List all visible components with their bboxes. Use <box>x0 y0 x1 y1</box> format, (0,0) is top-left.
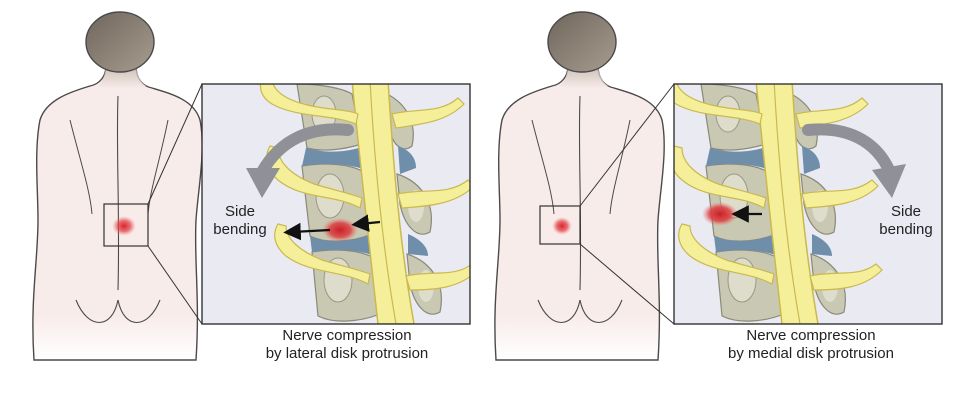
curved-arrow-icon <box>246 123 354 198</box>
side-bending-label-left: Side bending <box>200 203 280 239</box>
caption-line: by lateral disk protrusion <box>265 345 429 362</box>
focus-box-right <box>539 205 581 245</box>
label-line: bending <box>213 221 267 238</box>
side-bending-label-right: Side bending <box>866 203 946 239</box>
zoom-line-top-left <box>147 83 203 205</box>
zoom-line-bottom-right <box>579 243 675 325</box>
label-line: Side <box>224 203 256 220</box>
zoom-line-bottom-left <box>147 245 203 325</box>
caption-right: Nerve compression by medial disk protrus… <box>661 327 961 363</box>
curved-arrow-icon <box>802 123 906 198</box>
pain-spot-left <box>112 216 136 236</box>
focus-box-left <box>103 203 149 247</box>
caption-line: Nerve compression <box>746 327 876 344</box>
caption-left: Nerve compression by lateral disk protru… <box>197 327 497 363</box>
inset-left <box>201 83 471 325</box>
inset-right <box>673 83 943 325</box>
left-figure <box>32 11 203 361</box>
disk-protrusion-right <box>702 202 738 226</box>
pain-spot-right <box>552 217 572 235</box>
caption-line: by medial disk protrusion <box>728 345 894 362</box>
disk-protrusion-left <box>322 218 358 242</box>
label-line: Side <box>890 203 922 220</box>
zoom-line-top-right <box>579 83 675 207</box>
arrow-icon <box>283 214 381 241</box>
label-line: bending <box>879 221 933 238</box>
caption-line: Nerve compression <box>282 327 412 344</box>
right-figure <box>494 11 675 361</box>
